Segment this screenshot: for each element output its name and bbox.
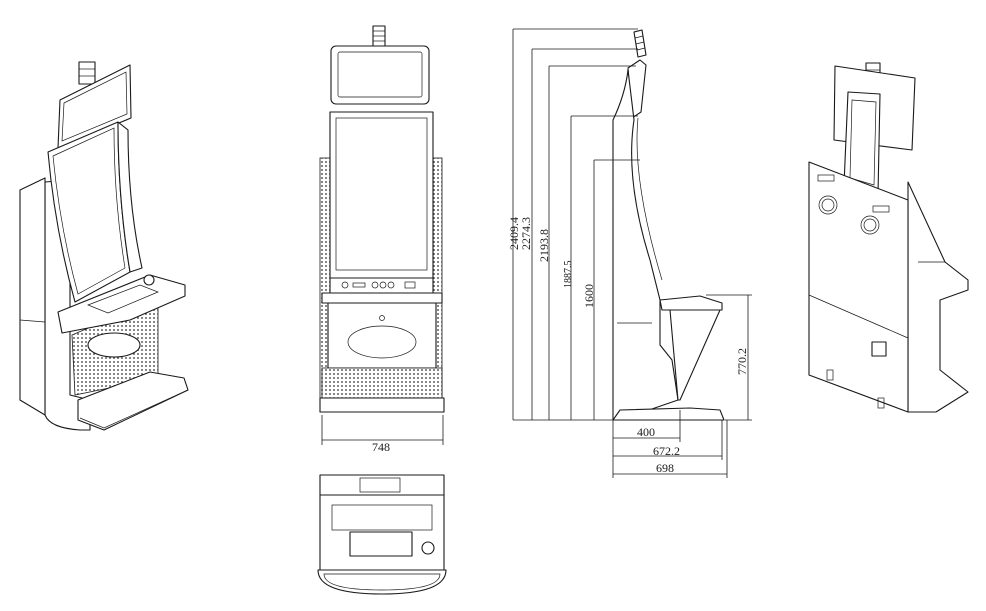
dim-height-1600: 1600	[582, 284, 596, 308]
front-main-screen	[329, 111, 434, 279]
top-view	[317, 474, 447, 595]
dim-height-2274-3: 2274.3	[519, 217, 533, 250]
dim-width-748: 748	[372, 440, 390, 454]
side-desk	[659, 295, 723, 311]
dim-height-2193-8: 2193.8	[537, 229, 551, 262]
topper-light	[78, 61, 96, 85]
rear-perspective-view	[808, 62, 969, 413]
dim-height-2409-4: 2409.4	[507, 217, 521, 250]
top-view-base	[317, 569, 447, 595]
dim-depth-698: 698	[656, 461, 674, 475]
perspective-view	[19, 61, 189, 431]
front-button-panel	[329, 277, 434, 294]
front-lower-door	[327, 302, 437, 369]
front-view: 748	[319, 25, 445, 454]
topper-screen	[57, 64, 132, 149]
top-view-screen	[349, 531, 413, 557]
side-body	[612, 69, 679, 421]
dim-desk-height-770-2: 770.2	[735, 348, 749, 375]
side-view: 2409.4 2274.3 2193.8 1887.5 1600 770.2 4…	[507, 28, 752, 478]
dim-depth-400: 400	[637, 425, 655, 439]
lower-bezel-oval	[87, 332, 141, 358]
rear-panel	[808, 161, 909, 413]
dim-height-1887-5: 1887.5	[563, 261, 574, 289]
front-desk	[321, 292, 443, 304]
dim-depth-672-2: 672.2	[653, 444, 680, 458]
front-topper-screen	[330, 45, 430, 105]
